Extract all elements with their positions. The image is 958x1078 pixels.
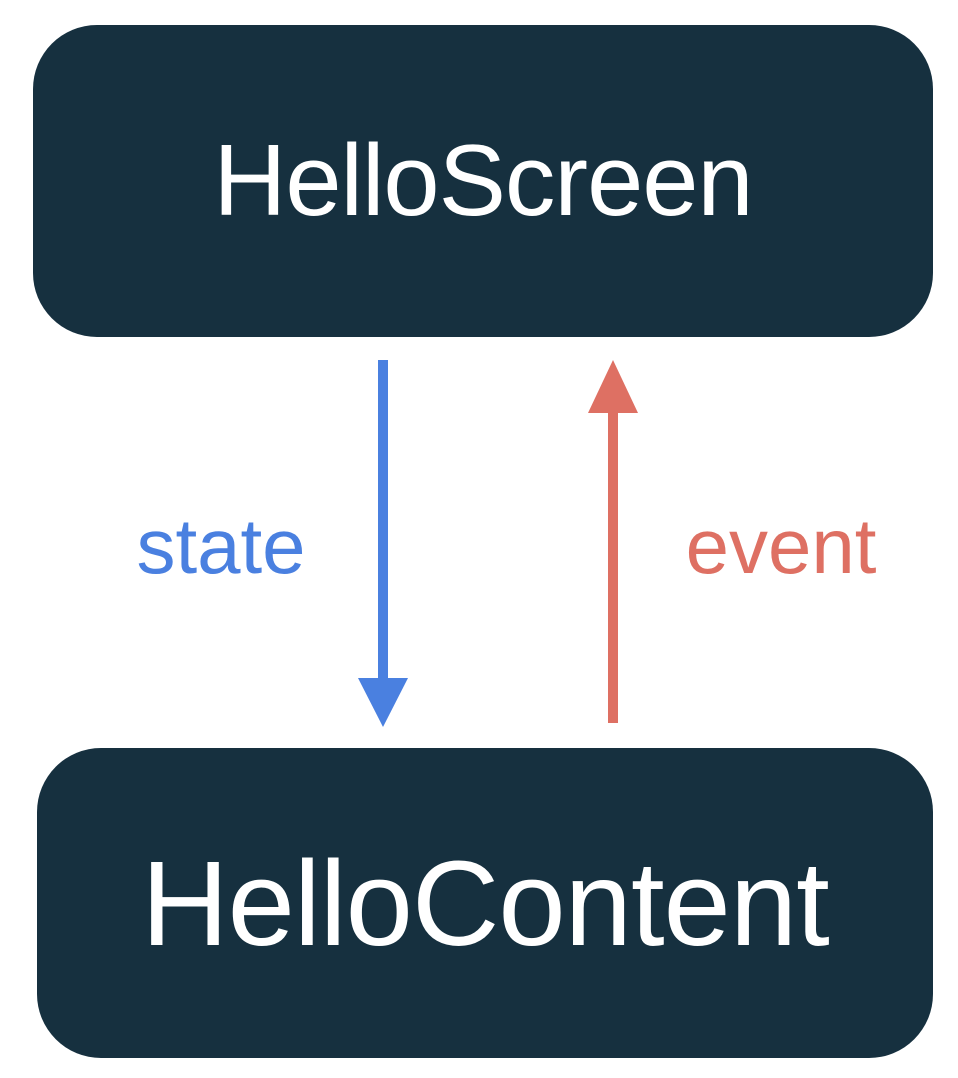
node-hello-content-label: HelloContent bbox=[141, 835, 830, 971]
node-hello-screen: HelloScreen bbox=[33, 25, 933, 337]
state-arrow-label: state bbox=[136, 502, 306, 590]
event-arrow-up bbox=[588, 360, 638, 723]
state-arrowhead-icon bbox=[358, 678, 408, 727]
state-arrow-down bbox=[358, 360, 408, 727]
event-arrowhead-icon bbox=[588, 360, 638, 413]
node-hello-screen-label: HelloScreen bbox=[213, 124, 753, 237]
event-arrow-label: event bbox=[685, 502, 877, 590]
node-hello-content: HelloContent bbox=[37, 748, 933, 1058]
